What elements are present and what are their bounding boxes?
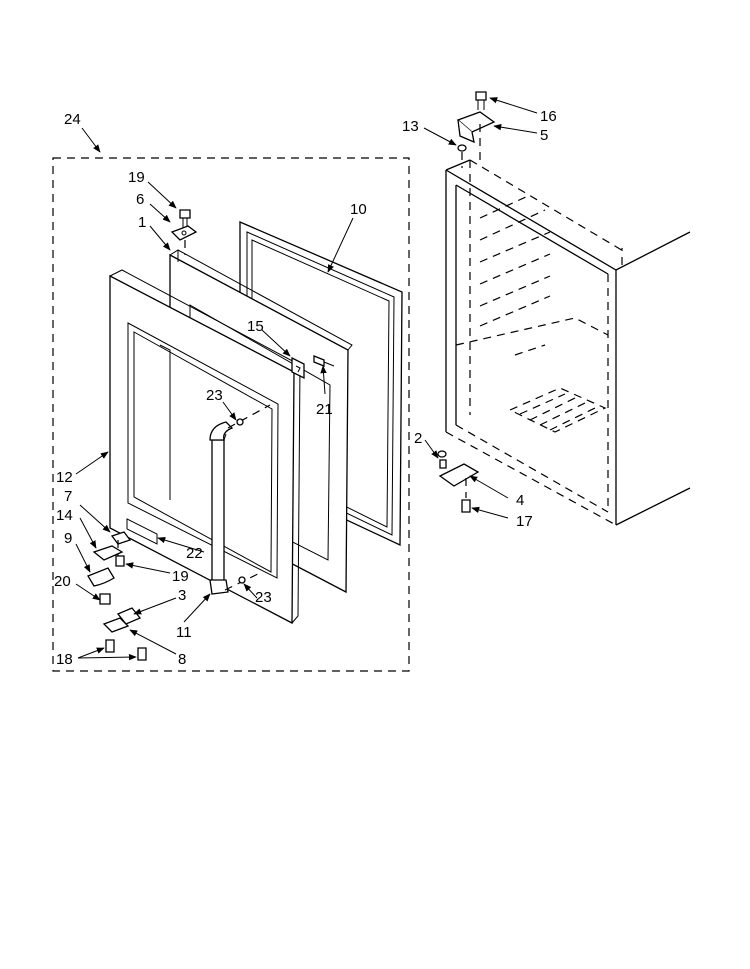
callout-17: 17: [516, 513, 533, 530]
callout-23-bottom: 23: [255, 589, 272, 606]
cabinet: [445, 159, 691, 526]
callout-21: 21: [316, 401, 333, 418]
door-handle: [209, 421, 234, 595]
callout-13: 13: [402, 118, 419, 135]
callout-14: 14: [56, 507, 73, 524]
callout-3: 3: [178, 587, 186, 604]
callout-2: 2: [414, 430, 422, 447]
callout-labels: 24 19 6 1 10 15 21 23 12 7 14 22 9 19 20…: [54, 108, 557, 668]
callout-9: 9: [64, 530, 72, 547]
handle-screws: [224, 404, 271, 591]
cabinet-bottom-hinge: [437, 450, 480, 513]
callout-24: 24: [64, 111, 81, 128]
callout-1: 1: [138, 214, 146, 231]
callout-15: 15: [247, 318, 264, 335]
callout-20: 20: [54, 573, 71, 590]
cabinet-top-hinge: [456, 91, 496, 168]
callout-10: 10: [350, 201, 367, 218]
top-door-hinge: [170, 209, 198, 255]
callout-16: 16: [540, 108, 557, 125]
callout-19-top: 19: [128, 169, 145, 186]
callout-7: 7: [64, 488, 72, 505]
callout-18: 18: [56, 651, 73, 668]
gasket-bracket: [291, 355, 335, 380]
callout-4: 4: [516, 492, 524, 509]
callout-19-bottom: 19: [172, 568, 189, 585]
callout-22: 22: [186, 545, 203, 562]
callout-5: 5: [540, 127, 548, 144]
callout-12: 12: [56, 469, 73, 486]
leader-lines: [75, 97, 538, 661]
callout-8: 8: [178, 651, 186, 668]
callout-23-top: 23: [206, 387, 223, 404]
callout-6: 6: [136, 191, 144, 208]
callout-11: 11: [176, 624, 192, 641]
bottom-door-hinge: [87, 531, 147, 661]
